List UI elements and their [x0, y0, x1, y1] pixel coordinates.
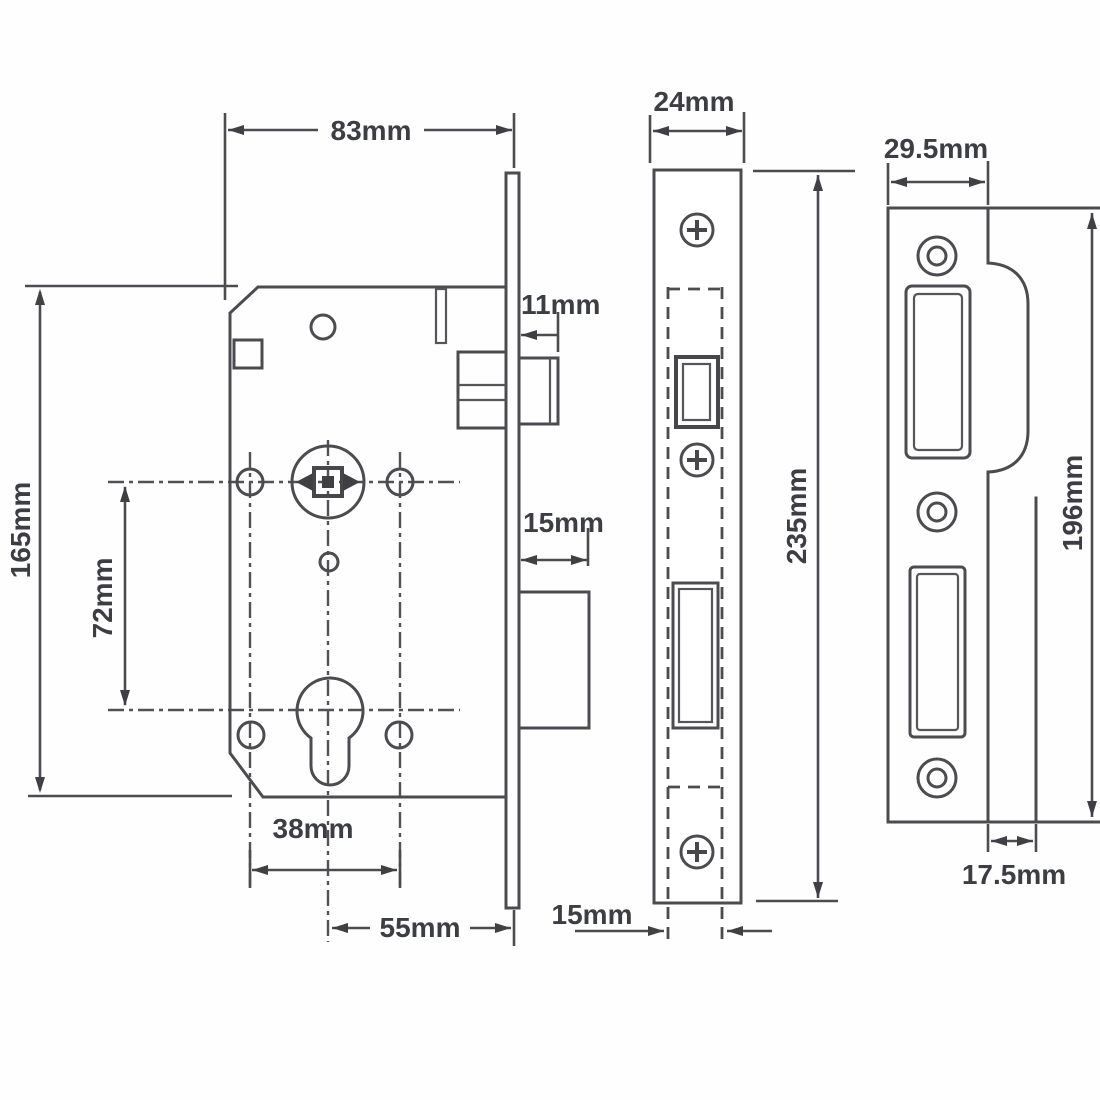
dim-forend-width: 24mm	[648, 86, 746, 163]
dim-strike-width-label: 29.5mm	[884, 133, 988, 164]
case-outline	[228, 285, 508, 799]
forend-front-view: 24mm 235mm 15mm	[552, 86, 855, 945]
strike-screw-hole-middle	[916, 491, 958, 533]
latch-bolt-side	[456, 350, 560, 430]
dim-case-height: 165mm	[5, 284, 238, 798]
dim-latch-projection: 11mm	[521, 289, 600, 352]
dim-case-height-label: 165mm	[5, 482, 36, 579]
top-slot	[434, 287, 448, 345]
latch-bolt-front	[674, 355, 720, 429]
dim-case-thickness: 15mm	[552, 899, 772, 936]
dim-forend-height-label: 235mm	[781, 468, 812, 565]
dim-deadbolt-projection: 15mm	[521, 507, 604, 566]
dim-centres-72: 72mm	[87, 486, 130, 706]
small-mid-hole	[318, 551, 340, 573]
dim-backset-label: 55mm	[380, 912, 461, 943]
dim-hole-centres-38: 38mm	[248, 813, 402, 888]
centerlines	[108, 440, 460, 942]
dim-backset: 55mm	[332, 910, 516, 946]
hidden-case-outline	[666, 287, 724, 945]
strike-latch-cutout	[904, 284, 972, 460]
dim-centres-72-label: 72mm	[87, 558, 118, 639]
forend-side-strip	[504, 171, 521, 910]
dim-hole-centres-38-label: 38mm	[273, 813, 354, 844]
dim-forend-width-label: 24mm	[654, 86, 735, 117]
dim-case-width-label: 83mm	[331, 115, 412, 146]
strike-right-edge-and-lip	[986, 206, 1030, 824]
euro-cylinder-hole	[295, 676, 365, 787]
strike-plate-front-view: 29.5mm 196mm 17.5mm	[884, 133, 1100, 890]
dim-strike-height-label: 196mm	[1057, 455, 1088, 552]
forend-screw-top	[679, 212, 715, 248]
deadbolt-side	[517, 590, 591, 730]
lower-hole-right	[384, 720, 414, 750]
top-fixing-hole	[309, 313, 337, 341]
strike-deadbolt-cutout	[908, 565, 967, 739]
strike-screw-hole-bottom	[916, 757, 958, 799]
handle-follower	[290, 444, 366, 520]
forend-screw-bottom	[679, 834, 715, 870]
dim-strike-lip-label: 17.5mm	[962, 859, 1066, 890]
dim-strike-width: 29.5mm	[884, 133, 990, 205]
fixing-hole-right	[385, 467, 415, 497]
strike-screw-hole-top	[916, 235, 958, 277]
lower-hole-left	[236, 720, 266, 750]
dim-deadbolt-projection-label: 15mm	[523, 507, 604, 538]
deadbolt-front	[671, 581, 720, 730]
dim-case-width: 83mm	[223, 113, 516, 300]
fixing-hole-left	[235, 467, 265, 497]
dim-strike-height: 196mm	[1057, 213, 1097, 817]
forend-screw-middle	[679, 442, 715, 478]
dim-case-thickness-label: 15mm	[552, 899, 633, 930]
dim-strike-lip: 17.5mm	[962, 824, 1066, 890]
square-fixing-hole	[232, 338, 264, 370]
dim-latch-projection-label: 11mm	[521, 289, 600, 320]
dim-forend-height: 235mm	[753, 169, 855, 903]
lock-case-side-view: 83mm 165mm 72mm 11mm	[5, 113, 604, 946]
